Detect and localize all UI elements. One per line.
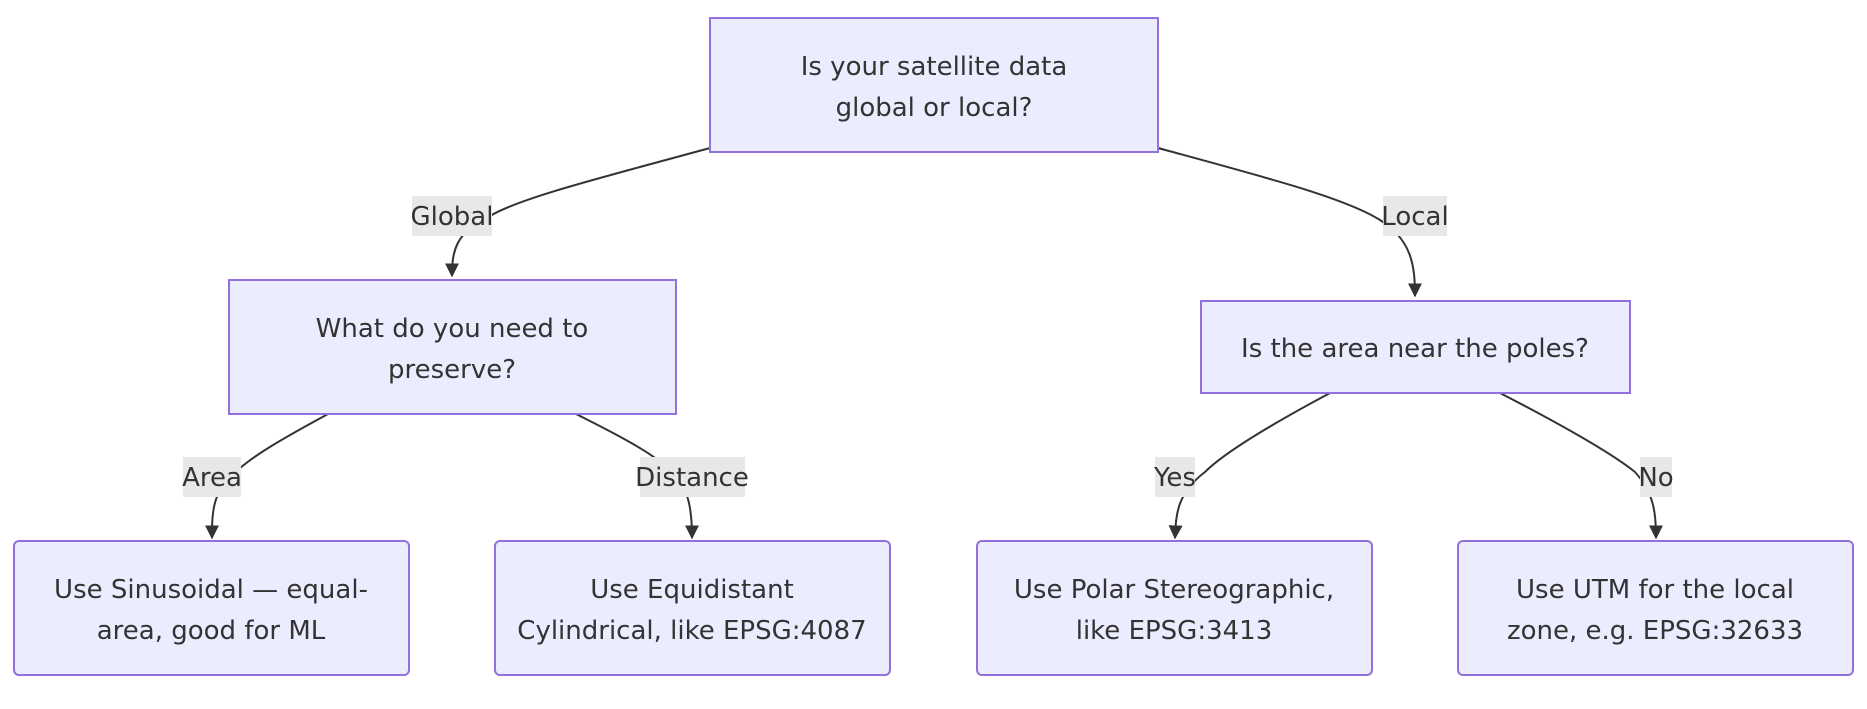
node-equidistant-box — [494, 540, 891, 676]
edge-label-global-text: Global — [411, 202, 494, 232]
node-preserve-box — [228, 279, 677, 415]
node-polar-box — [976, 540, 1373, 676]
node-preserve: What do you need to preserve? — [228, 279, 677, 415]
node-polar-line-2: like EPSG:3413 — [1076, 616, 1273, 646]
node-equidistant-line-1: Use Equidistant — [590, 575, 794, 605]
node-utm: Use UTM for the local zone, e.g. EPSG:32… — [1457, 540, 1854, 676]
node-root-box — [709, 17, 1159, 153]
edge-label-no-bg — [1640, 457, 1672, 497]
node-equidistant: Use Equidistant Cylindrical, like EPSG:4… — [494, 540, 891, 676]
node-root: Is your satellite data global or local? — [709, 17, 1159, 153]
node-utm-line-2: zone, e.g. EPSG:32633 — [1507, 616, 1803, 646]
edge-label-area-text: Area — [182, 463, 242, 493]
node-poles-box — [1200, 300, 1631, 394]
edge-label-distance-text: Distance — [635, 463, 749, 493]
node-poles: Is the area near the poles? — [1200, 300, 1631, 394]
edge-label-local: Local — [1381, 196, 1449, 236]
edge-label-local-bg — [1383, 196, 1447, 236]
node-polar-line-1: Use Polar Stereographic, — [1014, 575, 1334, 605]
node-sinusoidal: Use Sinusoidal — equal- area, good for M… — [13, 540, 410, 676]
node-root-line-1: Is your satellite data — [801, 52, 1068, 82]
node-sinusoidal-box — [13, 540, 410, 676]
edge-label-yes-text: Yes — [1153, 463, 1196, 493]
edge-label-global: Global — [411, 196, 494, 236]
edge-label-distance: Distance — [635, 457, 749, 497]
node-equidistant-line-2: Cylindrical, like EPSG:4087 — [517, 616, 866, 646]
edge-poles-to-polar — [1168, 392, 1331, 540]
edge-label-no: No — [1638, 457, 1674, 497]
node-poles-line-1: Is the area near the poles? — [1241, 334, 1589, 364]
edge-label-yes: Yes — [1153, 457, 1196, 497]
edge-label-distance-bg — [640, 457, 745, 497]
nodes: Is your satellite data global or local? … — [13, 17, 1854, 676]
edge-labels: Global Local Area Distance Yes No — [182, 196, 1674, 497]
node-polar: Use Polar Stereographic, like EPSG:3413 — [976, 540, 1373, 676]
edge-root-to-poles — [1157, 147, 1422, 298]
edge-poles-to-utm — [1499, 392, 1663, 540]
node-root-line-2: global or local? — [836, 93, 1033, 123]
node-utm-line-1: Use UTM for the local — [1516, 575, 1794, 605]
node-preserve-line-2: preserve? — [388, 355, 516, 385]
edge-root-to-preserve — [445, 147, 711, 278]
node-utm-box — [1457, 540, 1854, 676]
node-sinusoidal-line-1: Use Sinusoidal — equal- — [54, 575, 368, 605]
node-sinusoidal-line-2: area, good for ML — [97, 616, 326, 646]
edge-label-yes-bg — [1155, 457, 1195, 497]
edge-label-area-bg — [183, 457, 241, 497]
edge-label-no-text: No — [1638, 463, 1673, 493]
edge-label-global-bg — [412, 196, 492, 236]
edge-label-local-text: Local — [1381, 202, 1448, 232]
edge-label-area: Area — [182, 457, 242, 497]
node-preserve-line-1: What do you need to — [316, 314, 589, 344]
